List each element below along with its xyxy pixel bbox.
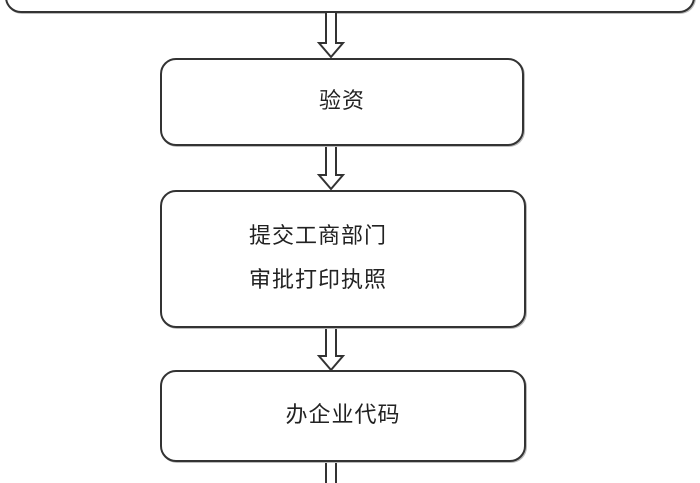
flow-step-previous (5, 0, 695, 13)
down-arrow-icon (316, 147, 346, 191)
flow-step-enterprise-code: 办企业代码 (160, 370, 526, 462)
flow-step-capital-verification: 验资 (160, 58, 524, 146)
down-arrow-icon (325, 463, 337, 483)
down-arrow-icon (316, 13, 346, 59)
step-label-line-2: 审批打印执照 (249, 268, 388, 293)
step-label-line-1: 提交工商部门 (249, 224, 388, 249)
step-label: 办企业代码 (285, 403, 401, 428)
down-arrow-icon (316, 329, 346, 372)
step-label: 验资 (318, 89, 365, 114)
flow-step-submit-approval: 提交工商部门 审批打印执照 (160, 190, 526, 328)
